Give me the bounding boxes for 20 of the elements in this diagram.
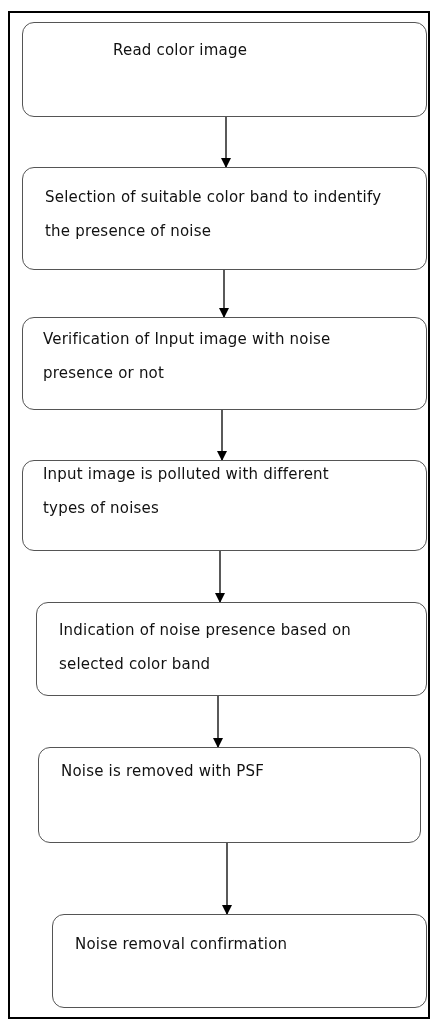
process-box xyxy=(22,22,427,117)
process-box xyxy=(52,914,427,1008)
arrow xyxy=(213,695,223,748)
arrow xyxy=(219,269,229,318)
step-text: Noise is removed with PSF xyxy=(61,761,266,782)
process-box xyxy=(22,460,427,551)
step-text: Noise removal confirmation xyxy=(75,934,289,955)
process-box xyxy=(36,602,427,696)
step-text: Indication of noise presence based on selected color band xyxy=(59,620,352,675)
process-box xyxy=(22,167,427,270)
step-text: Input image is polluted with different types of noises xyxy=(43,464,330,519)
arrow xyxy=(222,842,232,915)
arrow xyxy=(215,550,225,603)
step-text: Read color image xyxy=(113,40,249,61)
process-box xyxy=(38,747,421,843)
step-text: Selection of suitable color band to indentify the presence of noise xyxy=(45,187,383,242)
step-text: Verification of Input image with noise presence or not xyxy=(43,329,332,384)
arrow xyxy=(221,116,231,168)
process-box xyxy=(22,317,427,410)
arrow xyxy=(217,409,227,461)
